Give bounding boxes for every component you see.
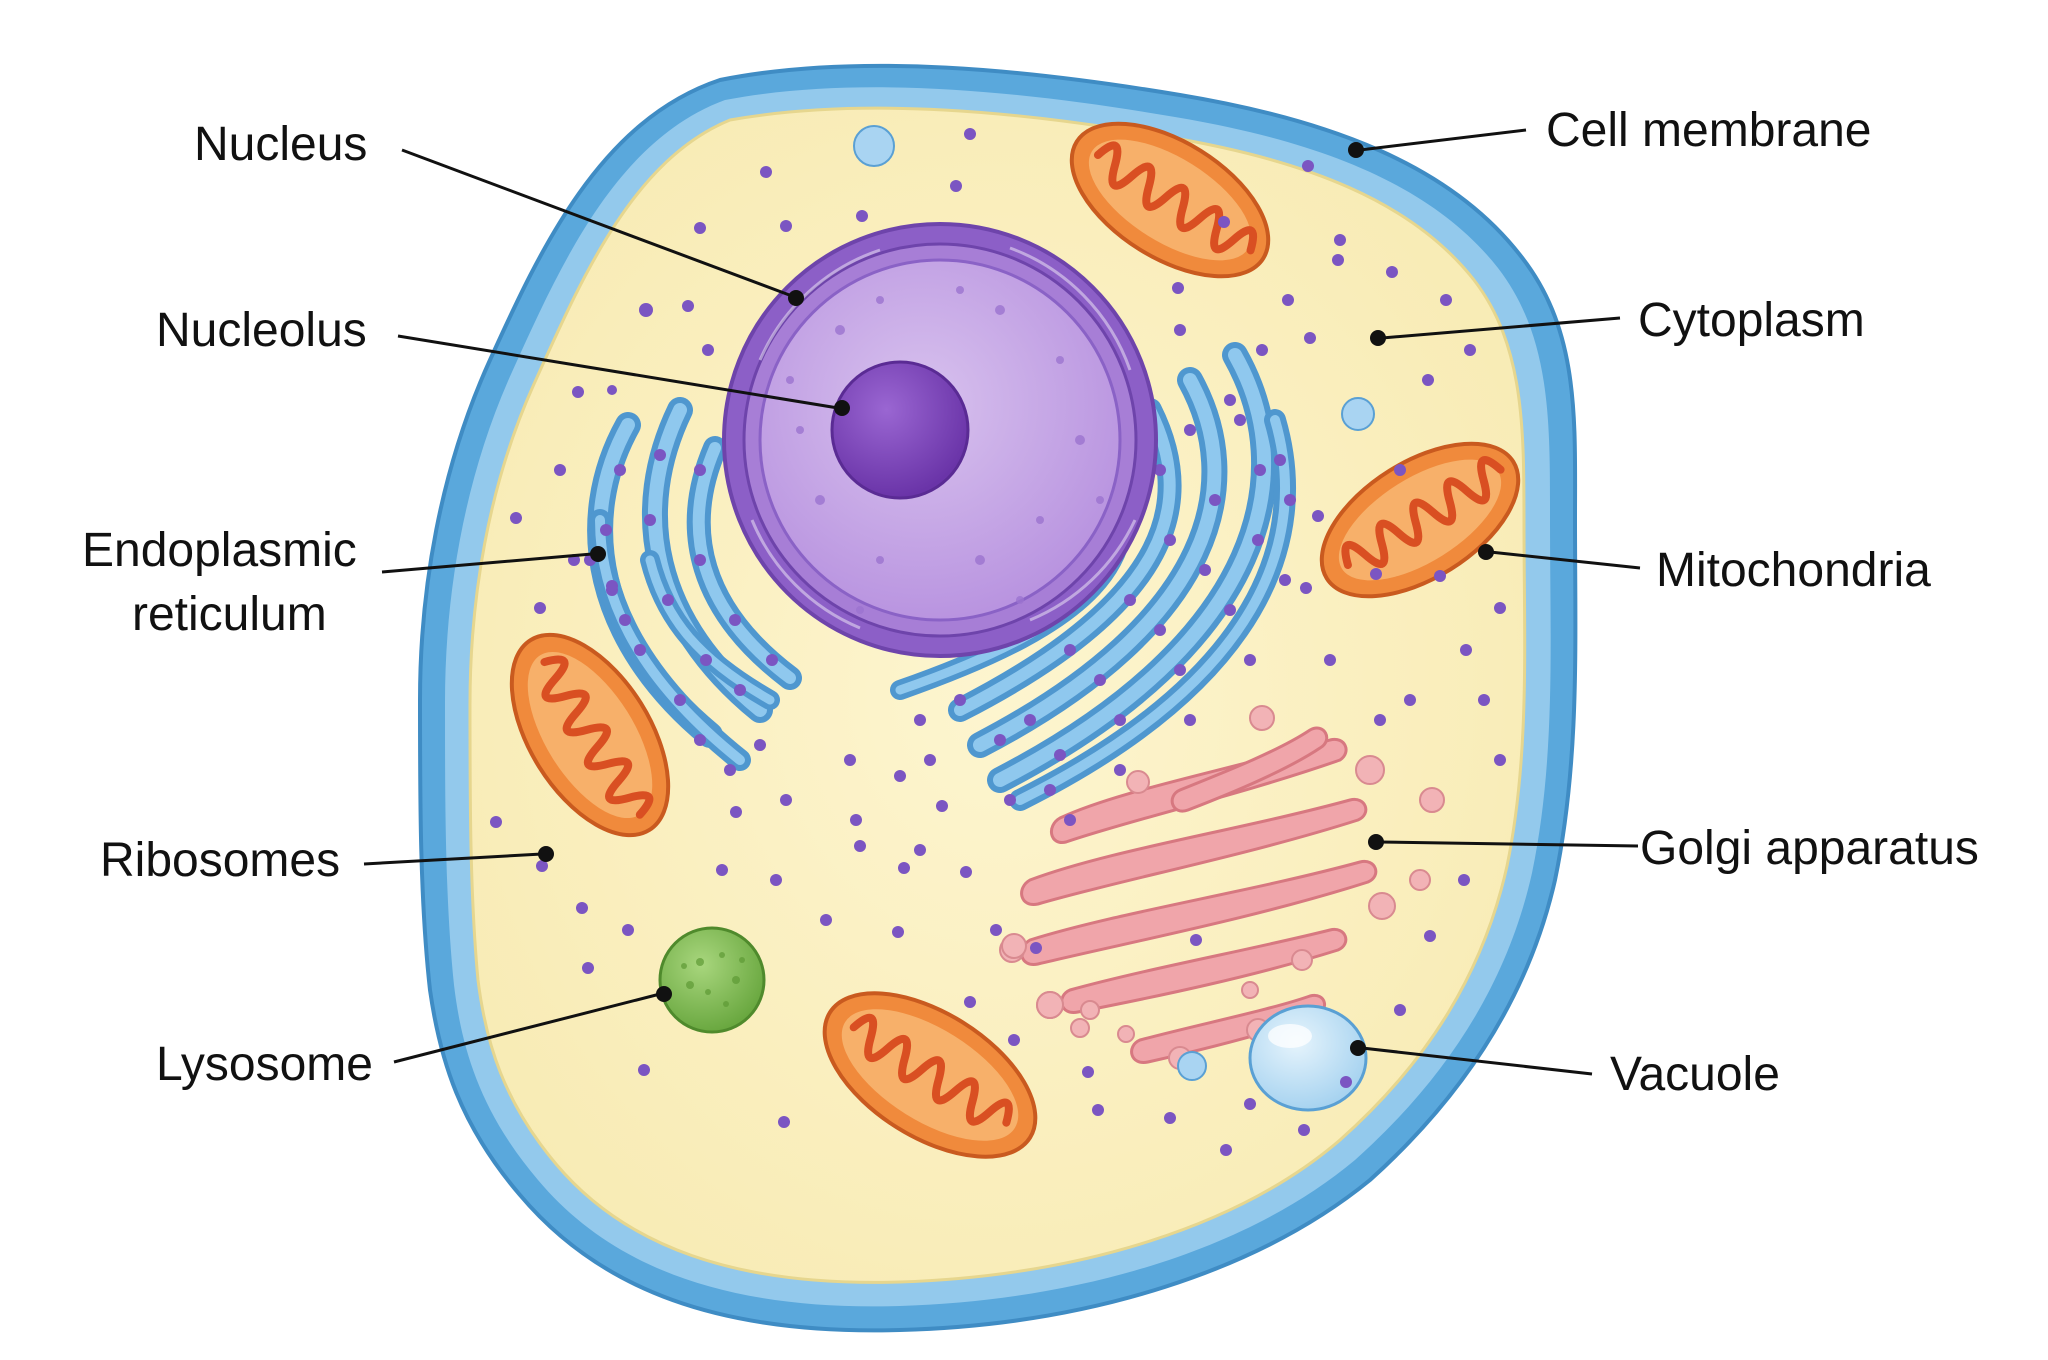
lysosome bbox=[658, 926, 766, 1034]
label-mitochondria: Mitochondria bbox=[1656, 544, 1931, 597]
free-ribosomes bbox=[490, 128, 1506, 1156]
mitochondrion-top bbox=[1069, 121, 1271, 279]
mitochondrion-right bbox=[1319, 441, 1521, 599]
vesicles bbox=[853, 125, 1375, 1081]
golgi-apparatus bbox=[1020, 726, 1378, 1064]
leader-lines bbox=[363, 128, 1641, 1076]
nucleolus bbox=[830, 360, 970, 500]
label-endoplasmic-line2: reticulum bbox=[132, 588, 327, 641]
label-endoplasmic-line1: Endoplasmic bbox=[82, 524, 357, 577]
er-ribosomes bbox=[584, 394, 1296, 796]
label-lysosome: Lysosome bbox=[156, 1038, 373, 1091]
label-golgi-apparatus: Golgi apparatus bbox=[1640, 822, 1979, 875]
label-nucleolus: Nucleolus bbox=[156, 304, 367, 357]
lysosome-texture bbox=[681, 952, 745, 1007]
label-cytoplasm: Cytoplasm bbox=[1638, 294, 1865, 347]
vacuole bbox=[1248, 1004, 1368, 1112]
mitochondrion-bottom bbox=[822, 991, 1038, 1159]
mitochondrion-left bbox=[509, 632, 671, 838]
label-vacuole: Vacuole bbox=[1610, 1048, 1780, 1101]
label-cell-membrane: Cell membrane bbox=[1546, 104, 1871, 157]
label-nucleus: Nucleus bbox=[194, 118, 367, 171]
vacuole-highlight bbox=[1268, 1024, 1312, 1048]
label-ribosomes: Ribosomes bbox=[100, 834, 340, 887]
labels: Nucleus Nucleolus Endoplasmic reticulum … bbox=[82, 104, 1979, 1101]
